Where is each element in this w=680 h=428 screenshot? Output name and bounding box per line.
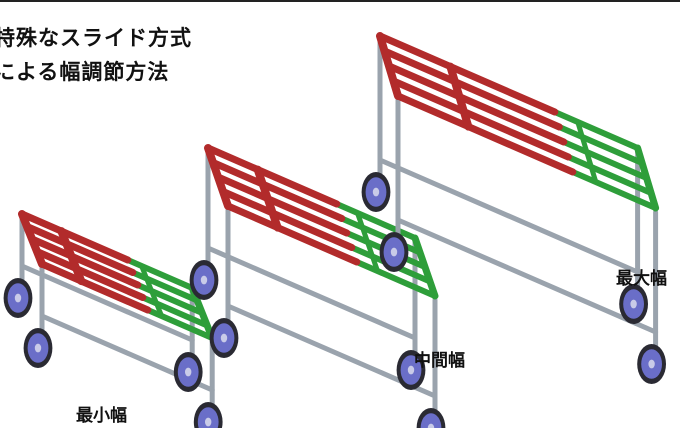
lower-bar: [377, 157, 641, 275]
title-line-2: による幅調節方法: [0, 60, 170, 84]
wheel: [416, 408, 446, 428]
red-rail: [385, 62, 568, 146]
wheel: [193, 402, 223, 428]
red-rail: [214, 173, 351, 237]
cart-max: [361, 32, 666, 384]
label-max-width: 最大幅: [616, 269, 667, 289]
wheel: [3, 278, 33, 318]
red-cross-bar: [57, 227, 86, 286]
green-end-bar: [188, 284, 216, 342]
red-rail: [394, 92, 577, 176]
red-rail: [23, 223, 137, 276]
red-rail: [390, 77, 572, 161]
label-min-width: 最小幅: [76, 406, 127, 426]
wheel-hub: [420, 413, 442, 428]
wheel-axle: [648, 359, 655, 369]
red-rail: [28, 235, 142, 289]
wheel: [619, 284, 648, 324]
wheel-axle: [14, 293, 22, 303]
cart-min: [3, 210, 223, 428]
wheel-axle: [205, 417, 212, 427]
red-rail: [219, 188, 356, 251]
wheel: [379, 232, 409, 272]
wheel-axle: [407, 365, 415, 375]
title-line-1: 特殊なスライド方式: [0, 26, 192, 50]
red-rail: [33, 248, 147, 301]
wheel: [173, 352, 203, 392]
red-cross-bar: [376, 32, 402, 100]
wheel: [189, 260, 219, 300]
red-rail: [376, 32, 559, 116]
wheel: [23, 328, 53, 368]
green-end-bar: [411, 234, 439, 300]
wheel-axle: [390, 247, 398, 257]
wheel: [396, 350, 426, 390]
lower-bar: [19, 263, 195, 343]
red-rail: [38, 260, 152, 314]
wheel: [361, 172, 391, 212]
wheel-axle: [200, 275, 208, 285]
red-cross-bar: [204, 144, 232, 210]
red-cross-bar: [18, 210, 46, 268]
wheel: [637, 344, 666, 384]
wheel-axle: [220, 333, 228, 343]
red-cross-bar: [446, 62, 473, 131]
green-cross-bar: [139, 263, 165, 319]
green-cross-bar: [355, 210, 380, 274]
red-rail: [224, 202, 361, 266]
lower-bar: [395, 217, 659, 335]
red-rail: [204, 144, 341, 208]
cart-mid: [189, 144, 446, 428]
red-rail: [381, 47, 563, 131]
wheel-axle: [630, 299, 637, 309]
red-rail: [209, 159, 346, 222]
green-cross-bar: [575, 119, 599, 185]
topline: [0, 0, 680, 2]
wheel-axle: [34, 343, 42, 353]
red-rail: [18, 210, 132, 264]
label-mid-width: 中間幅: [414, 351, 465, 371]
wheel-axle: [185, 367, 192, 377]
wheel: [209, 318, 239, 358]
wheel-axle: [372, 187, 380, 197]
wheel-axle: [427, 423, 435, 428]
lower-bar: [205, 245, 418, 341]
green-end-bar: [634, 144, 660, 212]
red-cross-bar: [253, 165, 282, 232]
